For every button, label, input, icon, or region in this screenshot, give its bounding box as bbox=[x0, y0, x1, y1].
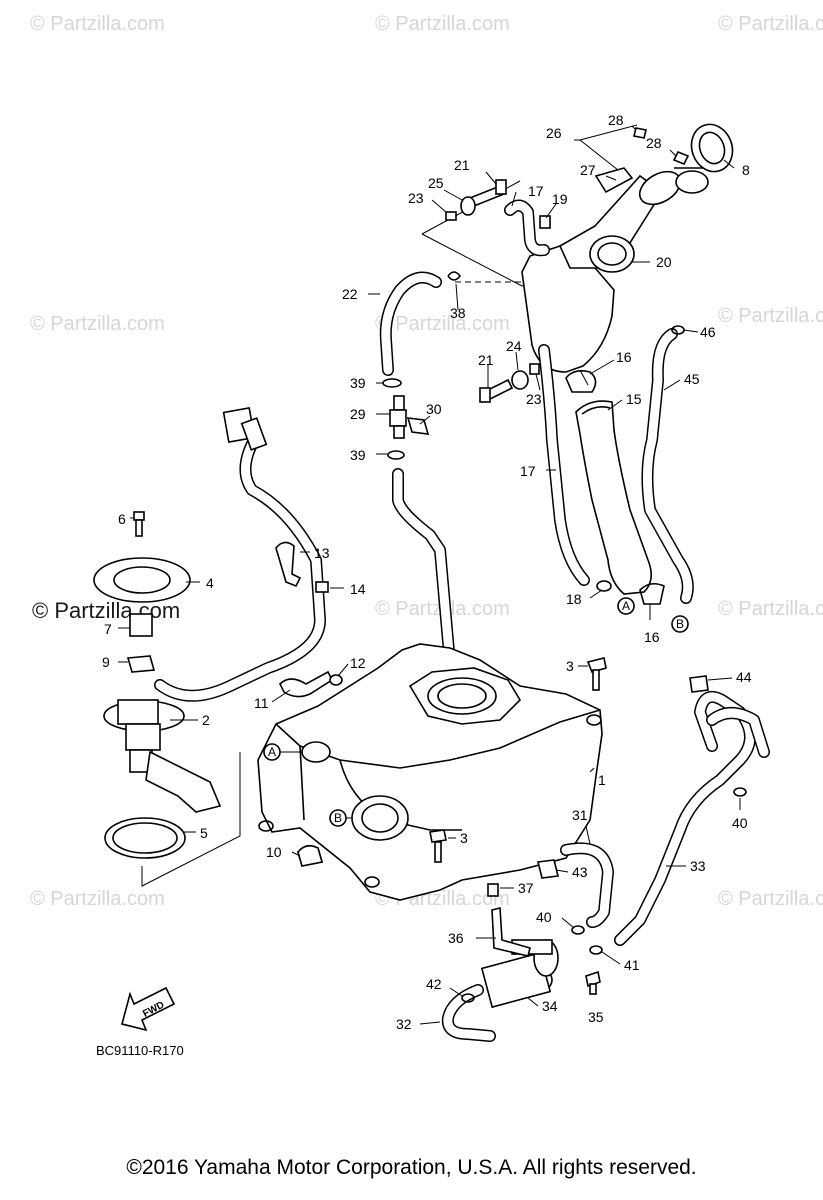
callout-4: 4 bbox=[206, 575, 214, 591]
fuel-pump-assembly bbox=[93, 511, 241, 887]
filler-hoses bbox=[538, 325, 694, 605]
callout-21: 21 bbox=[454, 157, 470, 173]
callout-6: 6 bbox=[118, 511, 126, 527]
callout-10: 10 bbox=[266, 844, 282, 860]
filler-assembly bbox=[421, 123, 734, 386]
fuel-filter-group bbox=[297, 675, 770, 1042]
callout-41: 41 bbox=[624, 957, 640, 973]
callout-25: 25 bbox=[428, 175, 444, 191]
callout-20: 20 bbox=[656, 254, 672, 270]
callout-39: 39 bbox=[350, 375, 366, 391]
callout-9: 9 bbox=[102, 654, 110, 670]
watermark: © Partzilla.com bbox=[30, 313, 165, 335]
callout-12: 12 bbox=[350, 655, 366, 671]
watermark: © Partzilla.com bbox=[375, 13, 510, 35]
callout-23: 23 bbox=[526, 391, 542, 407]
callout-14: 14 bbox=[350, 581, 366, 597]
callout-36: 36 bbox=[448, 930, 464, 946]
callout-22: 22 bbox=[342, 286, 358, 302]
callout-37: 37 bbox=[518, 880, 534, 896]
drawing-reference: BC91110-R170 bbox=[96, 1043, 184, 1058]
connector-markers: A B A B bbox=[263, 597, 689, 827]
callout-labels: 1 2 3 3 4 5 6 7 8 9 10 11 12 13 14 15 16… bbox=[102, 112, 752, 1032]
marker-b: B bbox=[676, 617, 684, 631]
callout-32: 32 bbox=[396, 1016, 412, 1032]
callout-34: 34 bbox=[542, 998, 558, 1014]
callout-43: 43 bbox=[572, 864, 588, 880]
callout-16: 16 bbox=[644, 629, 660, 645]
watermark: © Partzilla.com bbox=[30, 13, 165, 35]
callout-11: 11 bbox=[254, 695, 269, 711]
callout-17: 17 bbox=[520, 463, 536, 479]
copyright-notice: ©2016 Yamaha Motor Corporation, U.S.A. A… bbox=[126, 1156, 697, 1179]
callout-33: 33 bbox=[690, 858, 706, 874]
callout-40: 40 bbox=[732, 815, 748, 831]
callout-1: 1 bbox=[598, 772, 606, 788]
callout-27: 27 bbox=[580, 162, 596, 178]
watermark: © Partzilla.com bbox=[718, 13, 823, 35]
callout-23: 23 bbox=[408, 190, 424, 206]
quick-connector bbox=[222, 407, 268, 451]
watermark: © Partzilla.com bbox=[718, 888, 823, 910]
callout-44: 44 bbox=[736, 669, 752, 685]
watermark: © Partzilla.com bbox=[375, 313, 510, 335]
watermark: © Partzilla.com bbox=[718, 598, 823, 620]
callout-2: 2 bbox=[202, 712, 210, 728]
callout-5: 5 bbox=[200, 825, 208, 841]
callout-7: 7 bbox=[104, 621, 112, 637]
callout-28: 28 bbox=[646, 135, 662, 151]
callout-46: 46 bbox=[700, 324, 716, 340]
callout-31: 31 bbox=[572, 807, 588, 823]
callout-38: 38 bbox=[450, 305, 466, 321]
bolt-group-lower bbox=[479, 363, 540, 403]
fwd-arrow: FWD bbox=[121, 986, 176, 1032]
callout-17: 17 bbox=[528, 183, 544, 199]
watermark: © Partzilla.com bbox=[718, 305, 823, 327]
watermark: © Partzilla.com bbox=[30, 888, 165, 910]
marker-b: B bbox=[334, 811, 342, 825]
marker-a: A bbox=[622, 599, 630, 613]
callout-28: 28 bbox=[608, 112, 624, 128]
callout-13: 13 bbox=[314, 545, 330, 561]
callout-30: 30 bbox=[426, 401, 442, 417]
fitting-29-30 bbox=[382, 378, 430, 460]
leader-lines bbox=[118, 125, 741, 1025]
watermark-primary: © Partzilla.com bbox=[32, 598, 180, 623]
callout-29: 29 bbox=[350, 406, 366, 422]
callout-39: 39 bbox=[350, 447, 366, 463]
callout-3: 3 bbox=[566, 658, 574, 674]
callout-35: 35 bbox=[588, 1009, 604, 1025]
callout-19: 19 bbox=[552, 191, 568, 207]
callout-40: 40 bbox=[536, 909, 552, 925]
callout-42: 42 bbox=[426, 976, 442, 992]
callout-16: 16 bbox=[616, 349, 632, 365]
callout-15: 15 bbox=[626, 391, 642, 407]
callout-45: 45 bbox=[684, 371, 700, 387]
callout-18: 18 bbox=[566, 591, 582, 607]
callout-26: 26 bbox=[546, 125, 562, 141]
callout-24: 24 bbox=[506, 338, 522, 354]
callout-8: 8 bbox=[742, 162, 750, 178]
fuel-tank bbox=[257, 643, 607, 901]
callout-3: 3 bbox=[460, 830, 468, 846]
callout-21: 21 bbox=[478, 352, 494, 368]
marker-a: A bbox=[268, 745, 276, 759]
